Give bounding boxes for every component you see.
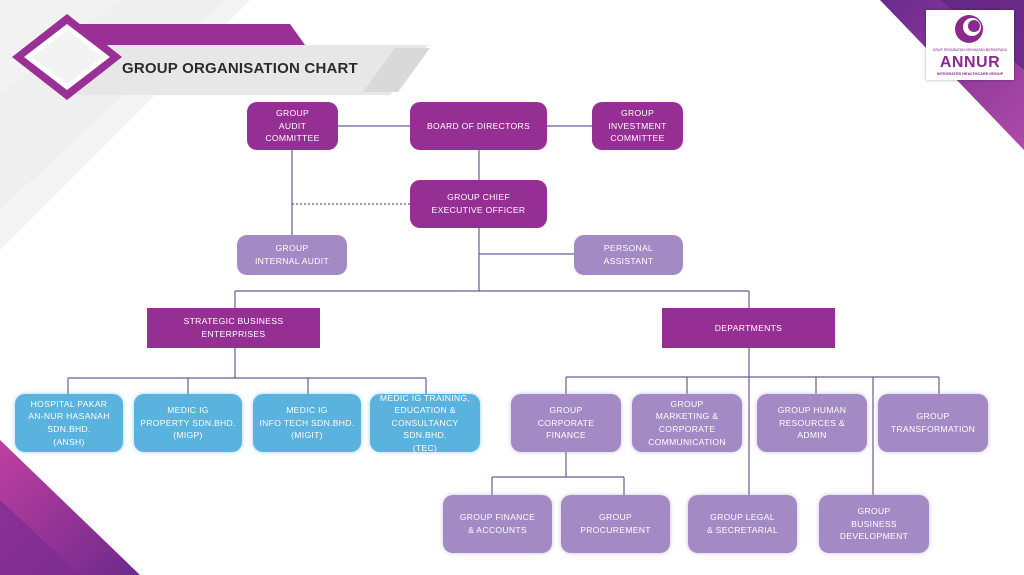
departments-node: DEPARTMENTS xyxy=(662,308,835,348)
ansh-node: HOSPITAL PAKAR AN-NUR HASANAH SDN.BHD. (… xyxy=(15,394,123,452)
company-logo: GRUP PERUBATAN KESIHATAN BERSEPADU ANNUR… xyxy=(926,10,1014,80)
corporate-finance-node: GROUP CORPORATE FINANCE xyxy=(511,394,621,452)
logo-name: ANNUR xyxy=(939,54,1001,71)
legal-secretarial-node: GROUP LEGAL & SECRETARIAL xyxy=(688,495,797,553)
page-title: GROUP ORGANISATION CHART xyxy=(122,60,358,77)
board-of-directors-node: BOARD OF DIRECTORS xyxy=(410,102,547,150)
migit-node: MEDIC IG INFO TECH SDN.BHD. (MIGIT) xyxy=(253,394,361,452)
migp-node: MEDIC IG PROPERTY SDN.BHD. (MIGP) xyxy=(134,394,242,452)
audit-committee-node: GROUP AUDIT COMMITTEE xyxy=(247,102,338,150)
procurement-node: GROUP PROCUREMENT xyxy=(561,495,670,553)
transformation-node: GROUP TRANSFORMATION xyxy=(878,394,988,452)
human-resources-node: GROUP HUMAN RESOURCES & ADMIN xyxy=(757,394,867,452)
logo-emblem-icon xyxy=(955,15,983,43)
ceo-node: GROUP CHIEF EXECUTIVE OFFICER xyxy=(410,180,547,228)
strategic-business-enterprises-node: STRATEGIC BUSINESS ENTERPRISES xyxy=(147,308,320,348)
tec-node: MEDIC IG TRAINING, EDUCATION & CONSULTAN… xyxy=(370,393,480,453)
logo-subtitle: INTEGRATED HEALTHCARE GROUP xyxy=(936,72,1004,76)
internal-audit-node: GROUP INTERNAL AUDIT xyxy=(237,235,347,275)
business-development-node: GROUP BUSINESS DEVELOPMENT xyxy=(819,495,929,553)
personal-assistant-node: PERSONAL ASSISTANT xyxy=(574,235,683,275)
logo-tagline: GRUP PERUBATAN KESIHATAN BERSEPADU xyxy=(932,48,1008,52)
finance-accounts-node: GROUP FINANCE & ACCOUNTS xyxy=(443,495,552,553)
marketing-communication-node: GROUP MARKETING & CORPORATE COMMUNICATIO… xyxy=(632,394,742,452)
investment-committee-node: GROUP INVESTMENT COMMITTEE xyxy=(592,102,683,150)
